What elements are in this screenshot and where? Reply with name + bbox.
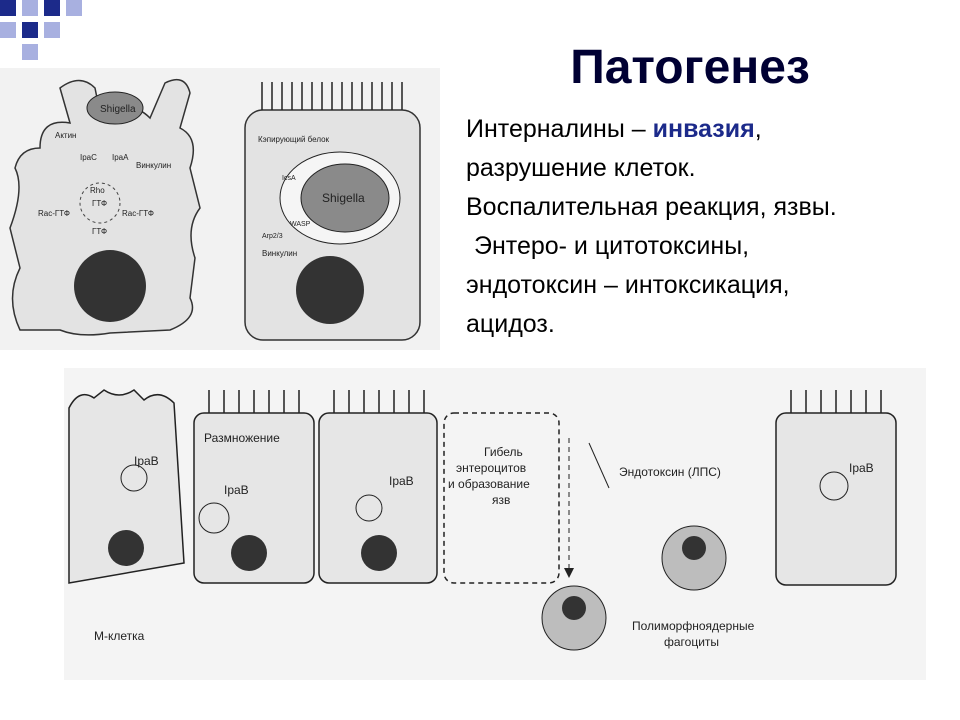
label-m-cell: М-клетка — [94, 629, 145, 643]
text-line-3: Воспалительная реакция, язвы. — [466, 193, 837, 221]
label-ipab-1: IpaB — [134, 454, 159, 468]
epithelium-diagram: М-клетка IpaB Размножение IpaB IpaB Гибе… — [64, 368, 926, 680]
label-gtp-bottom: ГТФ — [92, 227, 107, 236]
slide-title: Патогенез — [570, 41, 810, 94]
label-capping-protein: Кэпирующий белок — [258, 135, 330, 144]
accent-word: инвазия — [652, 115, 755, 143]
label-endotoxin: Эндотоксин (ЛПС) — [619, 465, 721, 479]
label-death-1: Гибель — [484, 445, 523, 459]
nucleus-right — [296, 256, 364, 324]
corner-decoration — [0, 0, 90, 60]
label-death-4: язв — [492, 493, 510, 507]
label-shigella-right: Shigella — [322, 191, 365, 205]
label-ipac: IpaC — [80, 153, 97, 162]
label-death-2: энтероцитов — [456, 461, 526, 475]
label-vinculin-left: Винкулин — [136, 161, 171, 170]
label-pmn-2: фагоциты — [664, 635, 719, 649]
label-rac-right: Rac-ГТФ — [122, 209, 154, 218]
label-replication: Размножение — [204, 431, 280, 445]
label-shigella-left: Shigella — [100, 104, 136, 115]
label-ipab-4: IpaB — [849, 461, 874, 475]
label-ipab-3: IpaB — [389, 474, 414, 488]
nucleus-left — [74, 250, 146, 322]
label-death-3: и образование — [448, 477, 530, 491]
text-line-5: эндотоксин – интоксикация, — [466, 271, 790, 299]
text-line-4: Энтеро- и цитотоксины, — [474, 232, 750, 260]
shigella-left — [86, 91, 144, 125]
slide-text: Интерналины – инвазия, разрушение клеток… — [466, 110, 956, 344]
label-rho: Rho — [90, 186, 105, 195]
label-gtp-center: ГТФ — [92, 199, 107, 208]
text-line-6: ацидоз. — [466, 310, 555, 338]
dying-enterocyte — [443, 412, 560, 584]
label-ipaa: IpaA — [112, 153, 129, 162]
text-line-1: Интерналины – инвазия, — [466, 115, 762, 143]
label-actin: Актин — [55, 131, 76, 140]
label-wasp: WASP — [290, 221, 311, 228]
m-cell — [68, 389, 185, 584]
label-rac-left: Rac-ГТФ — [38, 209, 70, 218]
shigella-right — [300, 163, 390, 233]
enterocyte-right — [775, 412, 897, 586]
label-arp: Arp2/3 — [262, 233, 283, 240]
label-vinculin-right: Винкулин — [262, 249, 297, 258]
label-pmn-1: Полиморфноядерные — [632, 619, 755, 633]
invasion-diagram: Shigella Актин IpaC IpaA Винкулин Rho ГТ… — [0, 68, 440, 350]
host-cell-left — [9, 78, 201, 336]
label-icsa: IcsA — [282, 175, 296, 182]
label-ipab-2: IpaB — [224, 483, 249, 497]
text-line-2: разрушение клеток. — [466, 154, 696, 182]
